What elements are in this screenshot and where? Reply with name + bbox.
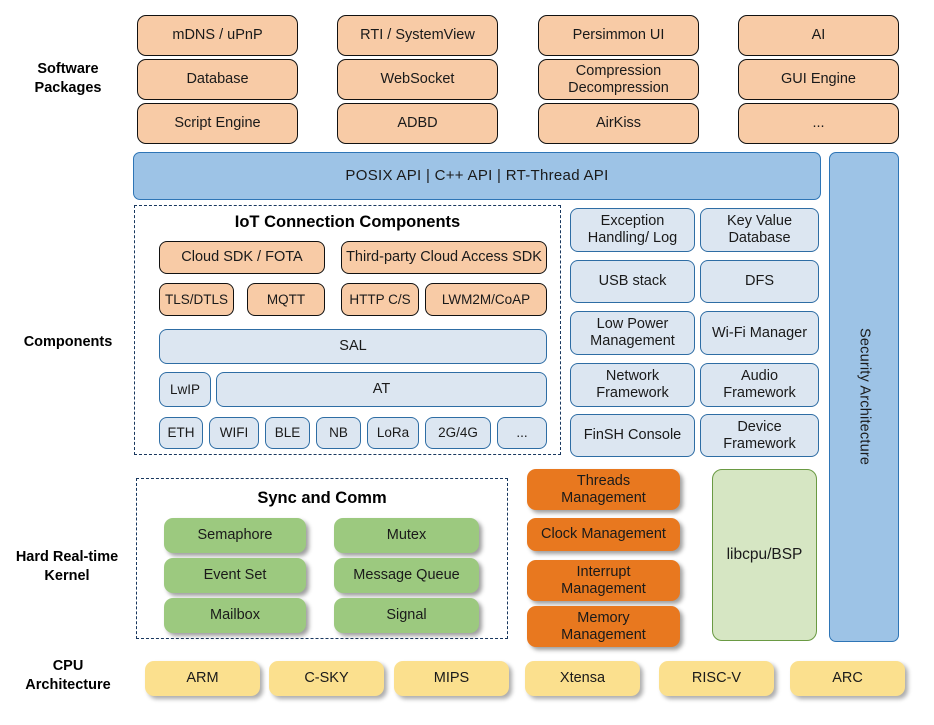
component-box-audio-framework[interactable]: Audio Framework xyxy=(700,363,819,407)
iot-group-title: IoT Connection Components xyxy=(234,213,461,231)
component-box-dfs[interactable]: DFS xyxy=(700,260,819,303)
security-architecture-bar[interactable]: Security Architecture xyxy=(829,152,899,642)
component-box-key-value-database[interactable]: Key Value Database xyxy=(700,208,819,252)
iot-box-http-cs[interactable]: HTTP C/S xyxy=(341,283,419,316)
component-box-low-power-management[interactable]: Low Power Management xyxy=(570,311,695,355)
package-box[interactable]: GUI Engine xyxy=(738,59,899,100)
iot-group-frame xyxy=(134,205,561,455)
kernel-box-threads-management[interactable]: Threads Management xyxy=(527,469,680,510)
package-box[interactable]: AirKiss xyxy=(538,103,699,144)
iot-box-2g4g[interactable]: 2G/4G xyxy=(425,417,491,449)
package-box[interactable]: WebSocket xyxy=(337,59,498,100)
cpu-box-arc[interactable]: ARC xyxy=(790,661,905,696)
security-architecture-label: Security Architecture xyxy=(856,328,873,466)
sync-box-message-queue[interactable]: Message Queue xyxy=(334,558,479,593)
cpu-box-csky[interactable]: C-SKY xyxy=(269,661,384,696)
component-box-wifi-manager[interactable]: Wi-Fi Manager xyxy=(700,311,819,355)
package-box[interactable]: Compression Decompression xyxy=(538,59,699,100)
iot-box-thirdparty-sdk[interactable]: Third-party Cloud Access SDK xyxy=(341,241,547,274)
iot-box-mqtt[interactable]: MQTT xyxy=(247,283,325,316)
iot-box-cloud-sdk[interactable]: Cloud SDK / FOTA xyxy=(159,241,325,274)
iot-box-lwm2m-coap[interactable]: LWM2M/CoAP xyxy=(425,283,547,316)
row-label-cpu: CPU Architecture xyxy=(25,658,111,693)
kernel-box-interrupt-management[interactable]: Interrupt Management xyxy=(527,560,680,601)
iot-box-lwip[interactable]: LwIP xyxy=(159,372,211,407)
iot-box-nb[interactable]: NB xyxy=(316,417,361,449)
iot-box-sal[interactable]: SAL xyxy=(159,329,547,364)
package-box[interactable]: Database xyxy=(137,59,298,100)
package-box[interactable]: RTI / SystemView xyxy=(337,15,498,56)
component-box-finsh-console[interactable]: FinSH Console xyxy=(570,414,695,457)
row-label-software-packages: Software Packages xyxy=(34,61,102,96)
row-label-kernel: Hard Real-time Kernel xyxy=(15,549,119,584)
component-box-network-framework[interactable]: Network Framework xyxy=(570,363,695,407)
bsp-box[interactable]: libcpu/BSP xyxy=(712,469,817,641)
iot-box-more[interactable]: ... xyxy=(497,417,547,449)
sync-group-title: Sync and Comm xyxy=(257,489,387,507)
iot-box-eth[interactable]: ETH xyxy=(159,417,203,449)
package-box[interactable]: mDNS / uPnP xyxy=(137,15,298,56)
iot-box-wifi[interactable]: WIFI xyxy=(209,417,259,449)
sync-box-mutex[interactable]: Mutex xyxy=(334,518,479,553)
row-label-components: Components xyxy=(23,334,113,350)
package-box[interactable]: AI xyxy=(738,15,899,56)
package-box[interactable]: ... xyxy=(738,103,899,144)
sync-box-signal[interactable]: Signal xyxy=(334,598,479,633)
cpu-box-riscv[interactable]: RISC-V xyxy=(659,661,774,696)
package-box[interactable]: ADBD xyxy=(337,103,498,144)
cpu-box-mips[interactable]: MIPS xyxy=(394,661,509,696)
sync-box-mailbox[interactable]: Mailbox xyxy=(164,598,306,633)
iot-box-tls-dtls[interactable]: TLS/DTLS xyxy=(159,283,234,316)
sync-group-frame xyxy=(136,478,508,639)
iot-box-lora[interactable]: LoRa xyxy=(367,417,419,449)
api-bar[interactable]: POSIX API | C++ API | RT-Thread API xyxy=(133,152,821,200)
cpu-box-xtensa[interactable]: Xtensa xyxy=(525,661,640,696)
sync-box-semaphore[interactable]: Semaphore xyxy=(164,518,306,553)
sync-box-event-set[interactable]: Event Set xyxy=(164,558,306,593)
component-box-usb-stack[interactable]: USB stack xyxy=(570,260,695,303)
component-box-device-framework[interactable]: Device Framework xyxy=(700,414,819,457)
package-box[interactable]: Persimmon UI xyxy=(538,15,699,56)
component-box-exception-handling[interactable]: Exception Handling/ Log xyxy=(570,208,695,252)
iot-box-ble[interactable]: BLE xyxy=(265,417,310,449)
package-box[interactable]: Script Engine xyxy=(137,103,298,144)
cpu-box-arm[interactable]: ARM xyxy=(145,661,260,696)
kernel-box-clock-management[interactable]: Clock Management xyxy=(527,518,680,551)
iot-box-at[interactable]: AT xyxy=(216,372,547,407)
kernel-box-memory-management[interactable]: Memory Management xyxy=(527,606,680,647)
